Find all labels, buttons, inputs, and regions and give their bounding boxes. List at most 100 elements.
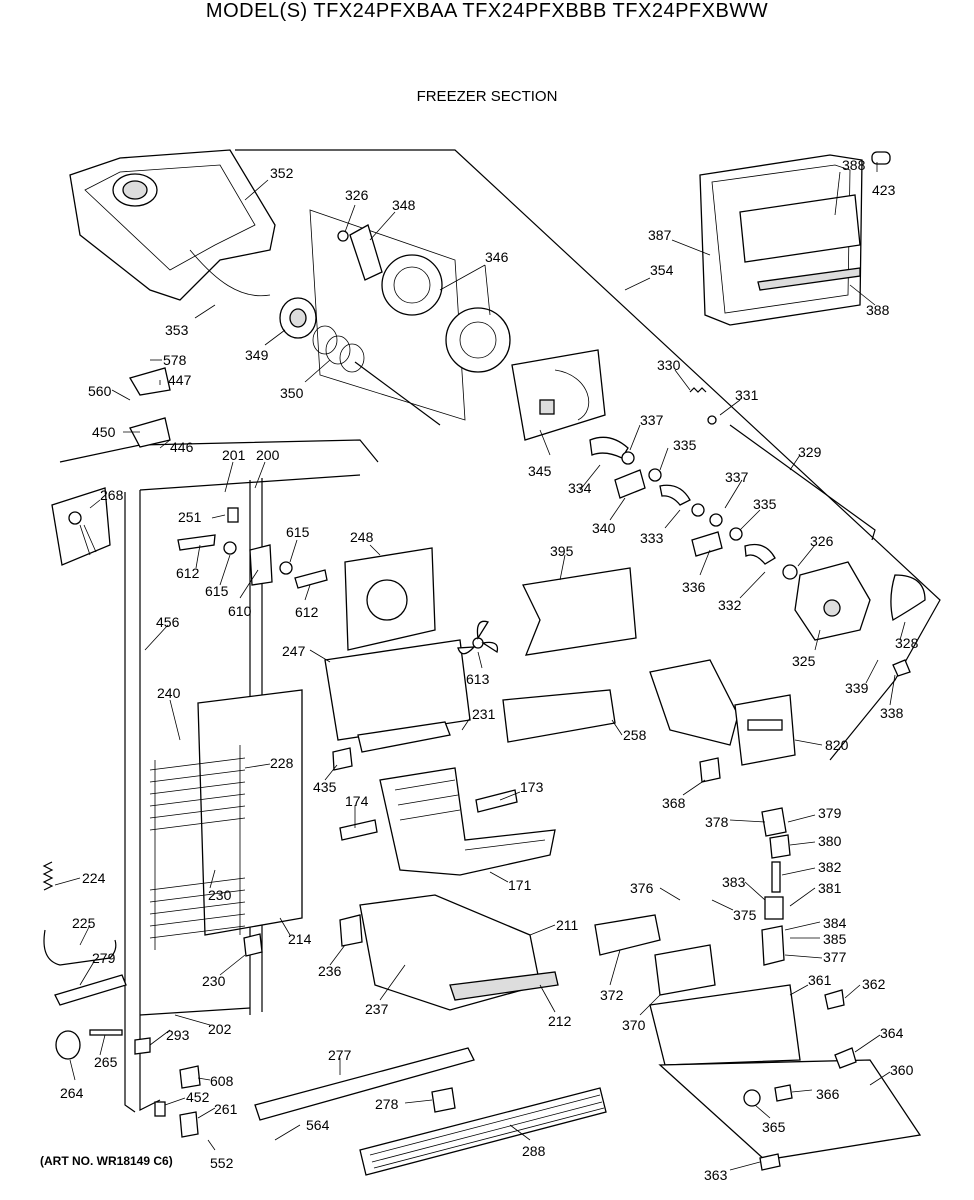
callout-340: 340: [592, 520, 616, 536]
callout-332: 332: [718, 597, 742, 613]
callout-447: 447: [168, 372, 192, 388]
solenoid-group-379: [761, 807, 791, 966]
callout-279: 279: [92, 950, 116, 966]
callout-370: 370: [622, 1017, 646, 1033]
callout-363: 363: [704, 1167, 728, 1183]
ice-maker-motor-325: [794, 561, 926, 677]
liner-top-outline: [59, 439, 379, 463]
callout-211: 211: [556, 917, 579, 933]
callout-200: 200: [256, 447, 280, 463]
callout-228: 228: [270, 755, 294, 771]
bracket-279: [54, 974, 127, 1006]
callout-353: 353: [165, 322, 189, 338]
callout-328: 328: [895, 635, 919, 651]
misc-small-parts: [129, 367, 857, 1171]
wire-basket-171: [379, 767, 556, 876]
callout-265: 265: [94, 1054, 118, 1070]
callout-346: 346: [485, 249, 509, 265]
spring-224: [42, 861, 54, 891]
auger-assembly-349-350: [279, 297, 441, 426]
fan-blade-613: [457, 620, 499, 655]
callout-337-b: 337: [725, 469, 749, 485]
callout-820: 820: [825, 737, 849, 753]
callout-337-a: 337: [640, 412, 664, 428]
callout-613: 613: [466, 671, 490, 687]
callout-334: 334: [568, 480, 592, 496]
callout-383: 383: [722, 874, 746, 890]
callout-450: 450: [92, 424, 116, 440]
cross-rail-277: [254, 1047, 475, 1121]
callout-395: 395: [550, 543, 574, 559]
light-socket-268: [51, 487, 111, 566]
callout-labels: 352 326 348 346 353 349 350 578 447 560 …: [60, 157, 919, 1183]
callout-345: 345: [528, 463, 552, 479]
callout-366: 366: [816, 1086, 840, 1102]
callout-388-top: 388: [842, 157, 866, 173]
callout-364: 364: [880, 1025, 904, 1041]
callout-578: 578: [163, 352, 187, 368]
pin-265: [89, 1029, 123, 1036]
callout-423: 423: [872, 182, 896, 198]
callout-435: 435: [313, 779, 337, 795]
callout-368: 368: [662, 795, 686, 811]
ice-cutter-drums-346: [309, 209, 511, 421]
section-title: FREEZER SECTION: [416, 88, 558, 105]
callout-612-b: 612: [295, 604, 319, 620]
callout-352: 352: [270, 165, 294, 181]
callout-375: 375: [733, 907, 757, 923]
grille-288: [359, 1087, 607, 1176]
cap-264: [55, 1030, 81, 1060]
dispenser-frame-387: [699, 151, 891, 326]
callout-387: 387: [648, 227, 672, 243]
callout-560: 560: [88, 383, 112, 399]
callout-225: 225: [72, 915, 96, 931]
callout-456: 456: [156, 614, 180, 630]
callout-261: 261: [214, 1101, 238, 1117]
callout-268: 268: [100, 487, 124, 503]
callout-171: 171: [508, 877, 532, 893]
ice-bucket-352: [69, 149, 276, 301]
callout-361: 361: [808, 972, 832, 988]
callout-615-b: 615: [286, 524, 310, 540]
panel-258: [502, 689, 616, 743]
callout-335-a: 335: [673, 437, 697, 453]
callout-378: 378: [705, 814, 729, 830]
callout-360: 360: [890, 1062, 914, 1078]
callout-365: 365: [762, 1119, 786, 1135]
callout-376: 376: [630, 880, 654, 896]
callout-381: 381: [818, 880, 842, 896]
cover-395: [522, 567, 637, 656]
callout-362: 362: [862, 976, 886, 992]
callout-380: 380: [818, 833, 842, 849]
mounting-plate-345: [511, 349, 606, 441]
callout-237: 237: [365, 1001, 389, 1017]
dispenser-housing-360: [594, 914, 922, 1161]
leader-lines: [54, 162, 906, 1171]
callout-372: 372: [600, 987, 624, 1003]
callout-201: 201: [222, 447, 246, 463]
callout-610: 610: [228, 603, 252, 619]
callout-230-a: 230: [208, 887, 232, 903]
gear-train: [589, 436, 798, 580]
callout-202: 202: [208, 1021, 232, 1037]
callout-333: 333: [640, 530, 664, 546]
callout-452: 452: [186, 1089, 210, 1105]
callout-230-b: 230: [202, 973, 226, 989]
callout-615-a: 615: [205, 583, 229, 599]
callout-388-bottom: 388: [866, 302, 890, 318]
callout-264: 264: [60, 1085, 84, 1101]
callout-348: 348: [392, 197, 416, 213]
callout-224: 224: [82, 870, 106, 886]
callout-240: 240: [157, 685, 181, 701]
callout-248: 248: [350, 529, 374, 545]
art-number: (ART NO. WR18149 C6): [40, 1154, 173, 1168]
callout-330: 330: [657, 357, 681, 373]
callout-325: 325: [792, 653, 816, 669]
callout-339: 339: [845, 680, 869, 696]
model-title: MODEL(S) TFX24PFXBAA TFX24PFXBBB TFX24PF…: [205, 0, 769, 22]
callout-214: 214: [288, 931, 312, 947]
callout-247: 247: [282, 643, 306, 659]
spring-330-331: [689, 387, 717, 425]
callout-231: 231: [472, 706, 496, 722]
